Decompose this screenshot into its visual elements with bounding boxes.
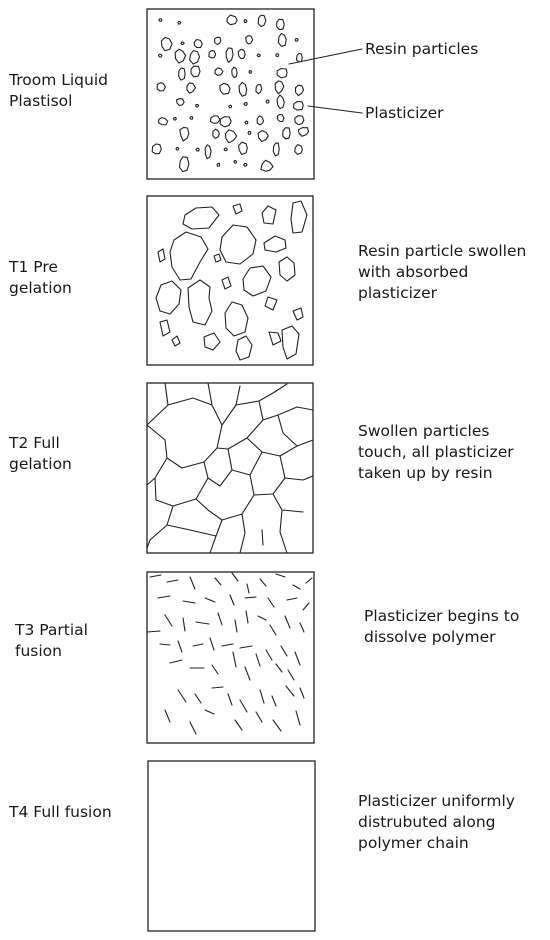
resin-particle-shape (244, 120, 249, 125)
resin-particle-shape (179, 126, 190, 142)
resin-particle-shape (214, 67, 224, 76)
resin-particle-shape (158, 18, 163, 22)
resin-particle-shape (208, 50, 217, 59)
resin-particle-shape (157, 53, 163, 58)
resin-particle-shape (212, 128, 220, 139)
stage-troom-label: Troom Liquid Plastisol (9, 71, 108, 110)
resin-particle-shape (225, 47, 234, 63)
resin-particle-shape (256, 115, 265, 126)
resin-particle-shape (178, 67, 186, 81)
resin-particle-shape (177, 20, 182, 25)
resin-particle-shape (190, 65, 201, 78)
resin-particle-shape (276, 94, 285, 109)
resin-particle-shape (275, 53, 280, 58)
resin-particle-shape (294, 37, 299, 42)
resin-particle-shape (175, 98, 185, 106)
resin-particle-shape (172, 116, 177, 121)
resin-particle-shape (219, 82, 231, 95)
resin-particle-shape (255, 83, 263, 95)
resin-particle-shape (294, 144, 303, 155)
resin-particle-shape (265, 99, 270, 104)
stage-t4-label: T4 Full fusion (9, 803, 112, 821)
resin-particle-shape (247, 131, 252, 135)
resin-particle-shape (245, 35, 254, 45)
resin-particle-shape (256, 53, 261, 58)
resin-particle-shape (193, 38, 203, 49)
resin-particle-shape (257, 14, 267, 28)
resin-particle-shape (175, 146, 180, 151)
plasticizer-annotation: Plasticizer (365, 104, 444, 122)
resin-particle-shape (294, 115, 305, 126)
stage-t4-description: Plasticizer uniformly distrubuted along … (358, 792, 515, 852)
stage-troom-panel (146, 8, 363, 180)
resin-particle-shape (226, 14, 238, 26)
resin-particle-shape (294, 84, 305, 97)
resin-particle-shape (248, 70, 253, 74)
stage-t2-panel (146, 382, 314, 554)
resin-particle-shape (260, 159, 274, 172)
resin-particle-shape (219, 116, 232, 128)
resin-particle-shape (156, 82, 166, 92)
resin-particle-shape (194, 103, 200, 108)
resin-particle-shape (151, 143, 162, 155)
resin-particle-shape (237, 48, 246, 60)
resin-particle-shape (178, 156, 190, 173)
resin-particle-shape (180, 41, 185, 45)
resin-particle-shape (272, 142, 280, 157)
resin-particle-shape (274, 80, 285, 95)
stage-t2-description: Swollen particles touch, all plasticizer… (358, 422, 514, 482)
resin-particle-shape (160, 36, 173, 52)
stage-t3-panel (146, 571, 315, 744)
stage-t3-description: Plasticizer begins to dissolve polymer (364, 607, 520, 646)
resin-particle-shape (282, 127, 291, 140)
resin-particle-shape (237, 141, 248, 156)
resin-particle-shape (257, 130, 269, 143)
stage-t1-description: Resin particle swollen with absorbed pla… (358, 242, 527, 302)
resin-particle-shape (243, 19, 248, 23)
resin-particle-shape (209, 115, 221, 124)
resin-particle-shape (174, 48, 187, 64)
resin-particle-shape (186, 82, 197, 94)
resin-particles-annotation: Resin particles (365, 40, 479, 58)
stage-t1-label: T1 Pre gelation (9, 258, 72, 297)
resin-particle-shape (189, 115, 194, 120)
resin-particle-shape (158, 117, 169, 126)
stage-t2-label: T2 Full gelation (9, 434, 72, 473)
resin-particle-shape (297, 127, 310, 137)
resin-particle-shape (233, 159, 238, 164)
resin-particle-shape (216, 162, 221, 167)
resin-particle-shape (276, 67, 288, 79)
resin-particle-shape (195, 147, 200, 152)
resin-particle-shape (243, 101, 248, 106)
resin-particle-shape (204, 144, 212, 160)
resin-particle-shape (214, 36, 222, 46)
resin-particle-shape (224, 129, 238, 144)
resin-particle-shape (223, 147, 228, 152)
resin-particle-shape (231, 66, 238, 79)
resin-particle-shape (292, 100, 304, 111)
resin-particle-shape (276, 18, 285, 31)
stage-t3-label: T3 Partial fusion (15, 621, 88, 660)
stage-t4-panel (147, 760, 316, 932)
resin-particle-shape (189, 50, 201, 65)
resin-particle-shape (243, 162, 248, 167)
resin-particle-shape (277, 32, 287, 47)
resin-particle-shape (276, 113, 285, 123)
resin-particle-shape (228, 104, 233, 109)
resin-particle-shape (238, 81, 248, 97)
stage-t1-panel (146, 195, 314, 366)
